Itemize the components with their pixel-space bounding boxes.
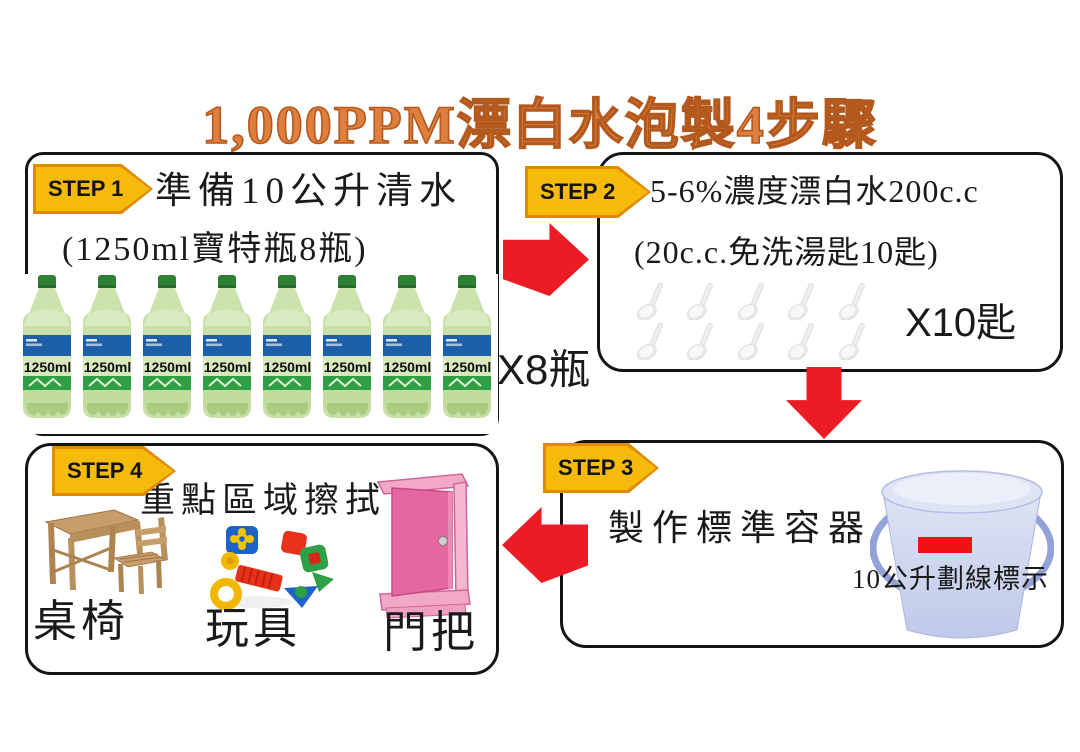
item-label-desk-chair: 桌椅 [33, 597, 129, 646]
toys-icon [210, 526, 334, 610]
bottle-volume-label: 1250ml [143, 359, 192, 375]
bottle-volume-label: 1250ml [23, 359, 72, 375]
spoon-icon [779, 282, 827, 320]
spoon-icon [830, 282, 878, 320]
door-knob [438, 536, 448, 546]
desk-chair-icon [44, 509, 168, 594]
step1-badge: STEP 1 [33, 164, 153, 214]
step1-instruction-line1: 準備10公升清水 [155, 171, 462, 212]
spoon-icon [678, 282, 726, 320]
step2-instruction-line2: (20c.c.免洗湯匙10匙) [634, 234, 939, 270]
bottle-volume-label: 1250ml [383, 359, 432, 375]
bottle-volume-label: 1250ml [323, 359, 372, 375]
step3-badge: STEP 3 [543, 443, 659, 493]
bottle-volume-label: 1250ml [203, 359, 252, 375]
door-icon [376, 473, 471, 619]
bottle-volume-label: 1250ml [263, 359, 312, 375]
bottle-icon: 1250ml [78, 274, 137, 426]
spoon-icon [628, 322, 676, 360]
bucket-fill-line-marker [918, 537, 972, 553]
spoon-icon [729, 282, 777, 320]
step3-instruction-line1: 製作標準容器 [608, 508, 873, 548]
bucket-caption: 10公升劃線標示 [852, 564, 1049, 594]
step4-badge: STEP 4 [52, 446, 176, 496]
spoon-icon [678, 322, 726, 360]
arrow-right-icon [503, 223, 589, 296]
spoon-grid [628, 282, 880, 362]
spoon-icon [830, 322, 878, 360]
bottle-icon: 1250ml [318, 274, 377, 426]
step4-instruction-line1: 重點區域擦拭 [140, 481, 387, 520]
step1-instruction-line2: (1250ml寶特瓶8瓶) [62, 231, 368, 268]
bottle-icon: 1250ml [138, 274, 197, 426]
spoon-icon [779, 322, 827, 360]
step2-count-label: X10匙 [905, 301, 1017, 345]
step1-count-label: X8瓶 [497, 346, 591, 393]
bottle-icon: 1250ml [18, 274, 77, 426]
step2-badge: STEP 2 [525, 166, 651, 218]
item-label-door-handle: 門把 [383, 608, 479, 657]
bucket-icon [870, 470, 1054, 639]
step2-instruction-line1: 5-6%濃度漂白水200c.c [650, 173, 979, 209]
bottle-icon: 1250ml [438, 274, 497, 426]
bottle-row: 1250ml 1250ml 1250ml 1250ml 1250ml 1250m… [12, 274, 498, 434]
spoon-icon [628, 282, 676, 320]
bottle-icon: 1250ml [198, 274, 257, 426]
bottle-icon: 1250ml [258, 274, 317, 426]
bottle-volume-label: 1250ml [83, 359, 132, 375]
item-label-toys: 玩具 [205, 604, 301, 653]
step2-box [597, 152, 1063, 372]
spoon-icon [729, 322, 777, 360]
arrow-down-icon [786, 367, 862, 439]
bottle-icon: 1250ml [378, 274, 437, 426]
page-title: 1,000PPM漂白水泡製4步驟 [201, 94, 878, 156]
bottle-volume-label: 1250ml [443, 359, 492, 375]
